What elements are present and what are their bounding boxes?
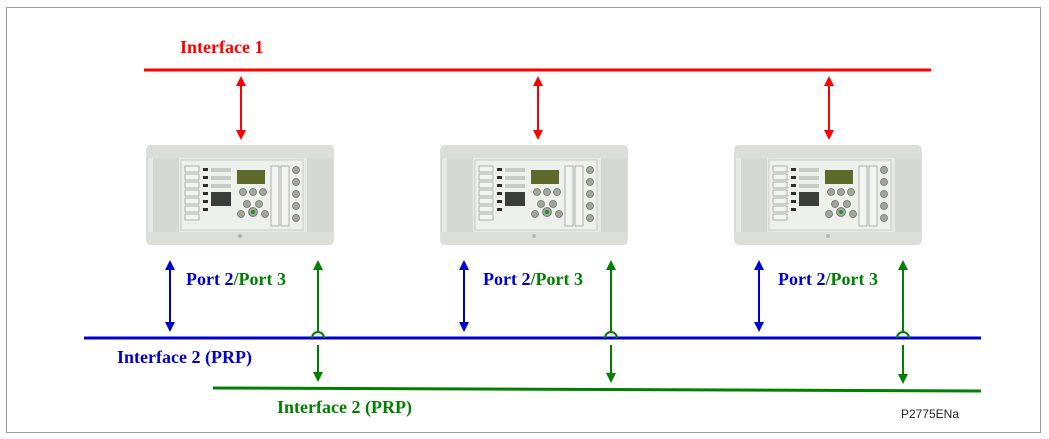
interface-1-label: Interface 1 bbox=[180, 37, 263, 57]
interface-2-green-label: Interface 2 (PRP) bbox=[277, 397, 412, 418]
relay-device-2 bbox=[440, 145, 628, 245]
relay-device-1 bbox=[146, 145, 334, 245]
port-3-link-1 bbox=[311, 260, 325, 382]
diagram-frame bbox=[6, 7, 1041, 433]
relay-device-3 bbox=[734, 145, 922, 245]
port-label-2: Port 2/Port 3 bbox=[483, 269, 583, 289]
port-3-link-2 bbox=[604, 260, 618, 383]
port-label-3: Port 2/Port 3 bbox=[778, 269, 878, 289]
interface-2-green-bus bbox=[212, 386, 982, 393]
port-label-1: Port 2/Port 3 bbox=[186, 269, 286, 289]
port-3-link-3 bbox=[896, 260, 910, 384]
figure-reference-code: P2775ENa bbox=[901, 407, 959, 421]
interface-2-blue-label: Interface 2 (PRP) bbox=[117, 347, 252, 368]
